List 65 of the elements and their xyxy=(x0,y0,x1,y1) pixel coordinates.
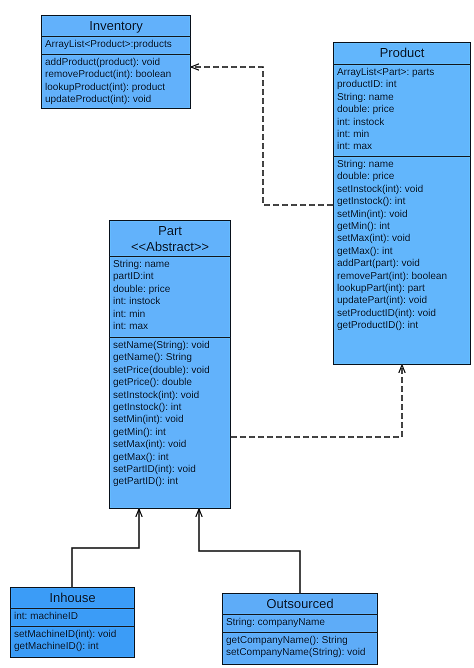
method-text: getMax(): int xyxy=(337,246,393,258)
method-text: setPrice(double): void xyxy=(113,364,210,378)
method-text: setMin(int): void xyxy=(337,208,408,222)
class-name: Outsourced xyxy=(265,595,335,612)
class-name: Inhouse xyxy=(48,589,97,606)
method-text: setCompanyName(String): void xyxy=(226,647,366,660)
class-name: Inventory xyxy=(88,17,144,34)
inheritance-arrow xyxy=(71,508,143,587)
attribute-text: ArrayList<Part>: parts xyxy=(337,67,434,80)
method-text: setMin(int): void xyxy=(113,414,184,427)
method-text: getProductID(): int xyxy=(337,320,418,333)
class-box xyxy=(10,587,135,658)
method-text: setInstock(int): void xyxy=(337,184,424,196)
attribute-text: int: instock xyxy=(337,116,384,130)
attribute-text: int: min xyxy=(113,308,146,322)
method-text: setName(String): void xyxy=(113,340,210,352)
attribute-text: double: price xyxy=(337,104,394,117)
method-text: addProduct(product): void xyxy=(45,57,160,70)
attribute-text: int: instock xyxy=(113,296,160,309)
method-text: getMachineID(): int xyxy=(14,641,98,654)
class-name: <<Abstract>> xyxy=(130,239,210,255)
method-text: getPartID(): int xyxy=(113,476,178,489)
class-box xyxy=(109,220,231,509)
method-text: removeProduct(int): boolean xyxy=(45,69,172,82)
method-text: setPartID(int): void xyxy=(113,464,196,476)
class-box xyxy=(222,593,378,665)
attribute-text: partID:int xyxy=(113,271,154,284)
method-text: getInstock(): int xyxy=(337,196,406,209)
attribute-text: ArrayList<Product>:products xyxy=(45,39,172,52)
class-box xyxy=(333,42,471,365)
method-text: String: name xyxy=(337,159,394,172)
method-text: getCompanyName(): String xyxy=(226,635,348,648)
method-text: getMax(): int xyxy=(113,452,169,464)
attribute-text: String: name xyxy=(337,92,394,104)
method-text: getInstock(): int xyxy=(113,402,182,414)
attribute-text: int: min xyxy=(337,129,370,142)
method-text: updatePart(int): void xyxy=(337,295,428,308)
attribute-text: int: machineID xyxy=(14,611,78,624)
attribute-text: double: price xyxy=(113,284,170,296)
method-text: setMax(int): void xyxy=(337,233,410,246)
attribute-text: int: max xyxy=(113,321,148,334)
attribute-text: String: name xyxy=(113,259,170,272)
method-text: lookupPart(int): part xyxy=(337,283,425,296)
class-name: Product xyxy=(378,44,426,61)
attribute-text: String: companyName xyxy=(226,617,325,630)
method-text: getMin(): int xyxy=(113,426,166,440)
class-name: Part xyxy=(157,222,183,239)
class-box xyxy=(41,15,191,109)
attribute-text: productID: int xyxy=(337,79,396,92)
method-text: double: price xyxy=(337,171,394,184)
method-text: getMin(): int xyxy=(337,221,390,234)
method-text: lookupProduct(int): product xyxy=(45,82,166,94)
method-text: getPrice(): double xyxy=(113,377,192,390)
method-text: addPart(part): void xyxy=(337,258,420,271)
dependency-arrow xyxy=(190,63,333,206)
inheritance-arrow xyxy=(195,508,301,593)
attribute-text: int: max xyxy=(337,141,372,154)
method-text: setMachineID(int): void xyxy=(14,629,116,642)
method-text: setMax(int): void xyxy=(113,439,186,452)
method-text: setProductID(int): void xyxy=(337,308,436,320)
method-text: setInstock(int): void xyxy=(113,390,200,402)
dependency-arrow xyxy=(231,364,406,438)
method-text: removePart(int): boolean xyxy=(337,270,448,284)
method-text: getName(): String xyxy=(113,352,192,365)
method-text: updateProduct(int): void xyxy=(45,94,152,107)
